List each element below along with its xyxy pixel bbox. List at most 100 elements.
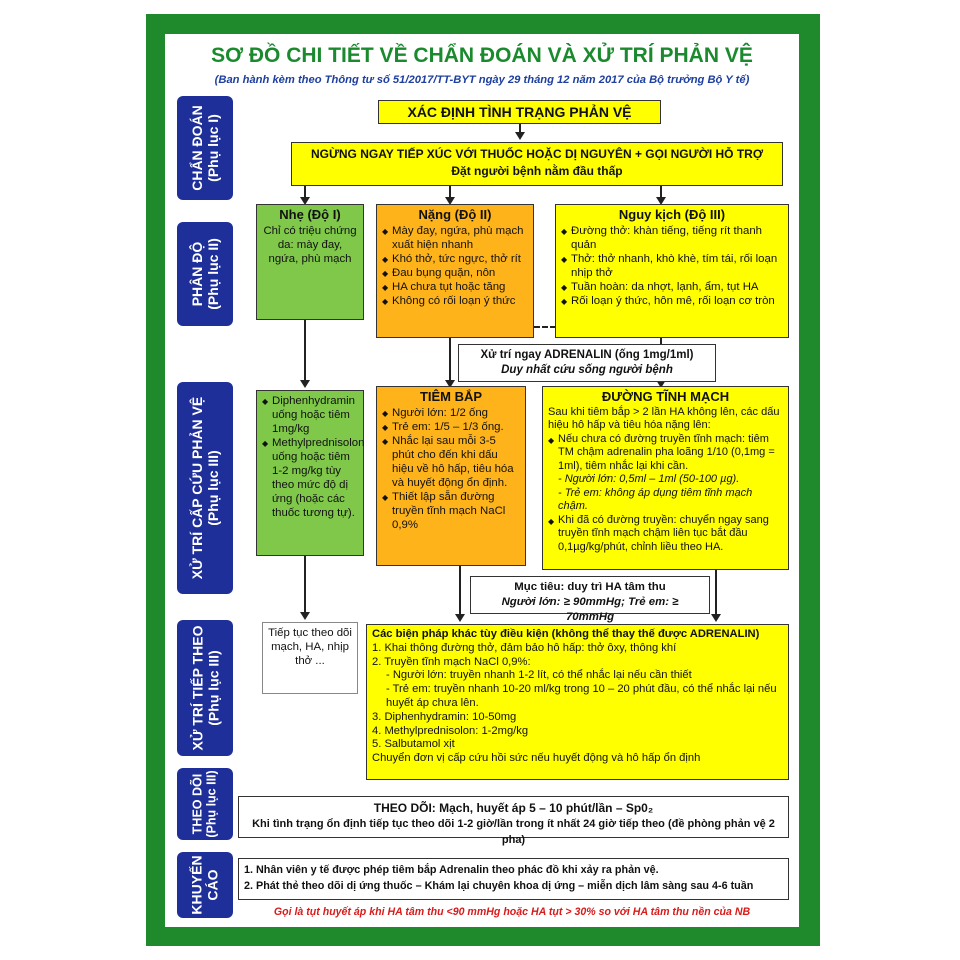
arrow-down-icon [445, 380, 455, 388]
advice-line-2: 2. Phát thẻ theo dõi dị ứng thuốc – Khám… [244, 880, 754, 892]
list-item: Tuần hoàn: da nhợt, lạnh, ẩm, tụt HA [561, 280, 783, 295]
sidebar-label: PHÂN ĐỘ [189, 241, 205, 307]
mild-grade-box: Nhẹ (Độ I) Chỉ có triệu chứng da: mày đa… [256, 204, 364, 320]
list-item: Mày đay, ngứa, phù mạch xuất hiện nhanh [382, 224, 528, 252]
arrow-down-icon [300, 380, 310, 388]
other-line: 5. Salbutamol xịt [372, 738, 455, 751]
advice-line-1: 1. Nhân viên y tế được phép tiêm bắp Adr… [244, 864, 659, 876]
connector [449, 186, 451, 200]
list-item: Đau bụng quặn, nôn [382, 266, 528, 281]
sidebar-xu-tri-tiep: XỬ TRÍ TIẾP THEO(Phụ lục III) [177, 620, 233, 756]
sidebar-sublabel: (Phụ lục I) [205, 114, 221, 182]
other-line: Chuyển đơn vị cấp cứu hồi sức nếu huyết … [372, 752, 701, 765]
list-item: Khi đã có đường truyền: chuyển ngay sang… [548, 514, 783, 555]
continue-monitor-box: Tiếp tục theo dõi mạch, HA, nhịp thở ... [262, 622, 358, 694]
sidebar-label: THEO DÕI [191, 773, 206, 835]
sidebar-label: XỬ TRÍ CẤP CỨU PHẢN VỆ [189, 396, 205, 580]
connector [715, 570, 717, 618]
list-item: Thở: thở nhanh, khò khè, tím tái, rối lo… [561, 252, 783, 280]
other-subline: - Người lớn: truyền nhanh 1-2 lít, có th… [386, 669, 692, 682]
sidebar-sublabel: (Phụ lục II) [205, 238, 221, 310]
sidebar-xu-tri-cap-cuu: XỬ TRÍ CẤP CỨU PHẢN VỆ(Phụ lục III) [177, 382, 233, 594]
monitor-line-1: THEO DÕI: Mạch, huyết áp 5 – 10 phút/lần… [373, 801, 654, 815]
list-item: Thiết lập sẵn đường truyền tĩnh mạch NaC… [382, 490, 520, 532]
mild-treatment-box: Diphenhydramin uống hoặc tiêm 1mg/kg Met… [256, 390, 364, 556]
severe-grade-box: Nặng (Độ II) Mày đay, ngứa, phù mạch xuấ… [376, 204, 534, 338]
iv-title: ĐƯỜNG TĨNH MẠCH [601, 389, 730, 404]
monitor-line-2: Khi tình trạng ổn định tiếp tục theo dõi… [252, 818, 775, 846]
mild-title: Nhẹ (Độ I) [279, 207, 341, 222]
sidebar-sublabel: (Phụ lục III) [205, 770, 220, 838]
connector [304, 320, 306, 384]
list-item: Nếu chưa có đường truyền tĩnh mạch: tiêm… [548, 433, 783, 474]
severe-title: Nặng (Độ II) [418, 207, 492, 222]
sidebar-phan-do: PHÂN ĐỘ(Phụ lục II) [177, 222, 233, 326]
other-line: 2. Truyền tĩnh mạch NaCl 0,9%: [372, 655, 531, 668]
other-measures-box: Các biện pháp khác tùy điều kiện (không … [366, 624, 789, 780]
stop-line-1: NGỪNG NGAY TIẾP XÚC VỚI THUỐC HOẶC DỊ NG… [310, 147, 764, 161]
list-item: Nhắc lại sau mỗi 3-5 phút cho đến khi dấ… [382, 434, 520, 490]
list-item: Không có rối loạn ý thức [382, 294, 528, 309]
sidebar-label: CHẨN ĐOÁN [189, 105, 205, 191]
goal-box: Mục tiêu: duy trì HA tâm thu Người lớn: … [470, 576, 710, 623]
other-line: 3. Diphenhydramin: 10-50mg [372, 710, 517, 723]
intravenous-box: ĐƯỜNG TĨNH MẠCH Sau khi tiêm bắp > 2 lần… [542, 386, 789, 570]
arrow-down-icon [300, 197, 310, 205]
monitoring-box: THEO DÕI: Mạch, huyết áp 5 – 10 phút/lần… [238, 796, 789, 846]
iv-child-dose: - Trẻ em: không áp dụng tiêm tĩnh mạch c… [558, 486, 753, 513]
list-item: Diphenhydramin uống hoặc tiêm 1mg/kg [262, 394, 358, 436]
connector [660, 186, 662, 200]
list-item: Khó thở, tức ngực, thở rít [382, 252, 528, 267]
mild-text: Chỉ có triệu chứng da: mày đay, ngứa, ph… [263, 225, 357, 265]
connector [459, 566, 461, 618]
list-item: Đường thở: khàn tiếng, tiếng rít thanh q… [561, 224, 783, 252]
other-line: 1. Khai thông đường thở, đảm bảo hô hấp:… [372, 641, 677, 654]
adrenalin-line-2: Duy nhất cứu sống người bệnh [501, 364, 673, 376]
sidebar-sublabel: (Phụ lục III) [205, 450, 221, 526]
sidebar-sublabel: (Phụ lục III) [205, 650, 221, 726]
arrow-down-icon [445, 197, 455, 205]
stop-line-2: Đặt người bệnh nằm đầu thấp [451, 164, 623, 178]
critical-grade-box: Nguy kịch (Độ III) Đường thở: khàn tiếng… [555, 204, 789, 338]
goal-line-2: Người lớn: ≥ 90mmHg; Trẻ em: ≥ 70mmHg [501, 596, 679, 623]
poster-title: SƠ ĐỒ CHI TIẾT VỀ CHẨN ĐOÁN VÀ XỬ TRÍ PH… [211, 44, 753, 67]
list-item: Trẻ em: 1/5 – 1/3 ống. [382, 420, 520, 435]
sidebar-label: XỬ TRÍ TIẾP THEO [189, 625, 205, 751]
list-item: Rối loạn ý thức, hôn mê, rối loạn cơ trò… [561, 294, 783, 309]
arrow-down-icon [300, 612, 310, 620]
list-item: HA chưa tụt hoặc tăng [382, 280, 528, 295]
critical-title: Nguy kịch (Độ III) [618, 207, 726, 222]
sidebar-chan-doan: CHẨN ĐOÁN(Phụ lục I) [177, 96, 233, 200]
connector [304, 556, 306, 616]
connector [304, 186, 306, 200]
goal-line-1: Mục tiêu: duy trì HA tâm thu [514, 581, 666, 593]
other-title: Các biện pháp khác tùy điều kiện (không … [372, 628, 760, 640]
iv-intro: Sau khi tiêm bắp > 2 lần HA không lên, c… [548, 405, 780, 432]
footnote: Gọi là tụt huyết áp khi HA tâm thu <90 m… [273, 906, 751, 918]
arrow-down-icon [515, 132, 525, 140]
advice-box: 1. Nhân viên y tế được phép tiêm bắp Adr… [238, 858, 789, 900]
arrow-down-icon [455, 614, 465, 622]
arrow-down-icon [656, 197, 666, 205]
adrenalin-line-1: Xử trí ngay ADRENALIN (ống 1mg/1ml) [480, 349, 694, 361]
diagnose-box: XÁC ĐỊNH TÌNH TRẠNG PHẢN VỆ [378, 100, 661, 124]
arrow-down-icon [656, 380, 666, 388]
list-item: Methylprednisolon uống hoặc tiêm 1-2 mg/… [262, 436, 364, 520]
adrenalin-box: Xử trí ngay ADRENALIN (ống 1mg/1ml) Duy … [458, 344, 716, 382]
connector [449, 338, 451, 384]
im-title: TIÊM BẮP [419, 389, 483, 404]
stop-exposure-box: NGỪNG NGAY TIẾP XÚC VỚI THUỐC HOẶC DỊ NG… [291, 142, 783, 186]
sidebar-sublabel: CÁO [205, 869, 221, 901]
poster-subtitle: (Ban hành kèm theo Thông tư số 51/2017/T… [214, 74, 750, 86]
list-item: Người lớn: 1/2 ống [382, 406, 520, 421]
other-line: 4. Methylprednisolon: 1-2mg/kg [372, 724, 529, 737]
other-subline: - Trẻ em: truyền nhanh 10-20 ml/kg trong… [386, 683, 777, 709]
iv-adult-dose: - Người lớn: 0,5ml – 1ml (50-100 µg). [558, 473, 740, 485]
dashed-connector [526, 326, 556, 328]
connector [519, 123, 521, 136]
sidebar-theo-doi: THEO DÕI(Phụ lục III) [177, 768, 233, 840]
sidebar-label: KHUYẾN [189, 855, 205, 915]
intramuscular-box: TIÊM BẮP Người lớn: 1/2 ống Trẻ em: 1/5 … [376, 386, 526, 566]
arrow-down-icon [711, 614, 721, 622]
